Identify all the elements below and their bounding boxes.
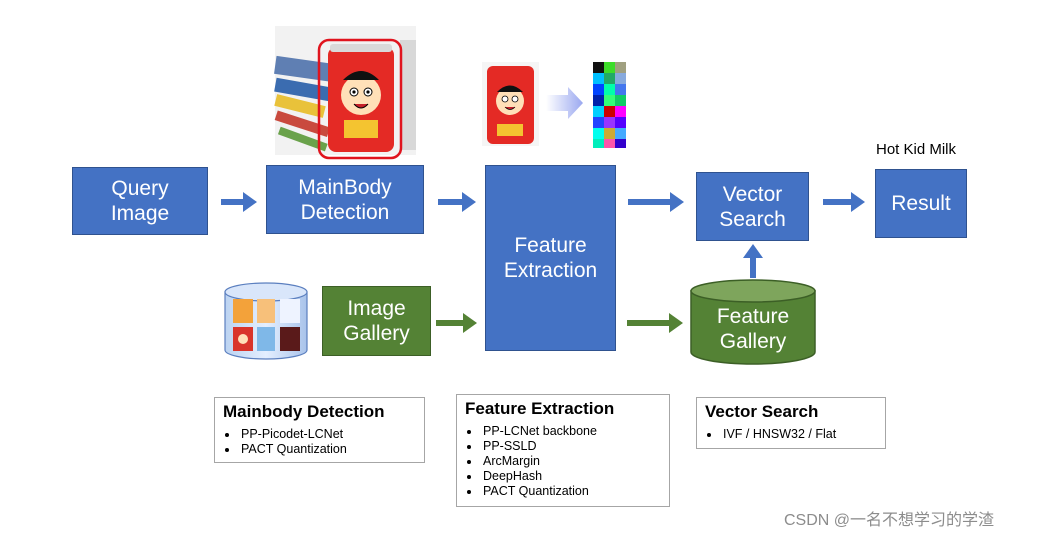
arrow-search-to-result	[823, 192, 865, 212]
blue-arrows	[221, 192, 865, 278]
list-item: DeepHash	[481, 469, 661, 484]
panel-list: PP-LCNet backbone PP-SSLD ArcMargin Deep…	[465, 424, 661, 499]
list-item: PACT Quantization	[239, 442, 416, 457]
list-item: PP-LCNet backbone	[481, 424, 661, 439]
panel-title: Mainbody Detection	[223, 402, 385, 421]
arrow-detection-to-extraction	[438, 192, 476, 212]
node-result: Result	[875, 169, 967, 238]
arrow-query-to-detection	[221, 192, 257, 212]
feature-vector-strip	[593, 62, 626, 148]
arrow-gallery-to-search	[743, 244, 763, 278]
panel-title: Feature Extraction	[465, 399, 615, 418]
list-item: IVF / HNSW32 / Flat	[721, 427, 877, 442]
panel-mainbody-detection: Mainbody Detection PP-Picodet-LCNet PACT…	[214, 397, 425, 463]
arrow-extraction-to-search	[628, 192, 684, 212]
node-feature-extraction: Feature Extraction	[485, 165, 616, 351]
image-gallery-cylinder	[224, 282, 308, 360]
detection-bounding-box	[317, 38, 403, 160]
panel-list: IVF / HNSW32 / Flat	[705, 427, 877, 442]
arrow-gallery-to-extraction	[436, 313, 477, 333]
panel-title: Vector Search	[705, 402, 819, 421]
panel-vector-search: Vector Search IVF / HNSW32 / Flat	[696, 397, 886, 449]
node-feature-gallery: Feature Gallery	[716, 305, 790, 353]
node-mainbody-detection: MainBody Detection	[266, 165, 424, 234]
cropped-can-thumbnail	[482, 62, 539, 146]
can-in-query	[328, 44, 394, 152]
list-item: PACT Quantization	[481, 484, 661, 499]
result-caption: Hot Kid Milk	[876, 141, 957, 158]
query-photo	[274, 26, 416, 160]
panel-feature-extraction: Feature Extraction PP-LCNet backbone PP-…	[456, 394, 670, 507]
feature-gallery-cylinder	[690, 279, 816, 365]
node-query-image: Query Image	[72, 167, 208, 235]
list-item: ArcMargin	[481, 454, 661, 469]
arrow-extraction-to-feature-gallery	[627, 313, 683, 333]
node-image-gallery: Image Gallery	[322, 286, 431, 356]
list-item: PP-Picodet-LCNet	[239, 427, 416, 442]
node-vector-search: Vector Search	[696, 172, 809, 241]
watermark: CSDN @一名不想学习的学渣	[784, 512, 995, 529]
panel-list: PP-Picodet-LCNet PACT Quantization	[223, 427, 416, 457]
green-arrows	[436, 313, 683, 333]
fade-arrow	[546, 87, 583, 119]
list-item: PP-SSLD	[481, 439, 661, 454]
